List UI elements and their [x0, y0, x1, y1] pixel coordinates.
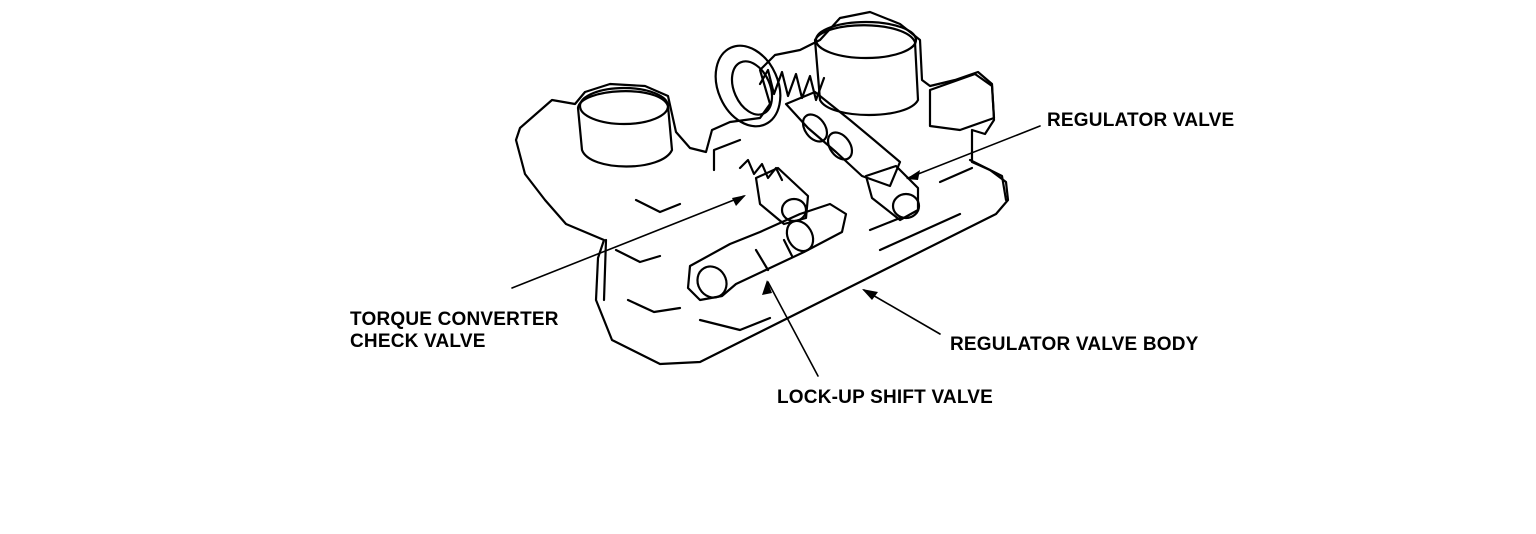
leader-regulator-valve: [907, 125, 1041, 179]
left-boss: [576, 90, 674, 168]
label-lock-up-shift-valve: LOCK-UP SHIFT VALVE: [777, 387, 993, 409]
torque-converter-check-valve: [754, 166, 810, 226]
label-torque-converter-check-valve: TORQUE CONVERTER CHECK VALVE: [350, 309, 559, 353]
regulator-valve-body-outline: [514, 10, 1010, 366]
arrowhead-regulator-valve: [906, 170, 920, 180]
label-regulator-valve-body-text: REGULATOR VALVE BODY: [950, 334, 1199, 355]
arrowhead-lock-up: [762, 280, 772, 295]
leader-lock-up: [767, 281, 819, 377]
arrowhead-torque-converter: [732, 195, 746, 206]
regulator-spring: [758, 68, 826, 102]
label-lock-up-shift-valve-text: LOCK-UP SHIFT VALVE: [777, 387, 993, 408]
regulator-valve-spool: [784, 90, 902, 188]
leader-valve-body: [863, 289, 941, 335]
label-regulator-valve-text: REGULATOR VALVE: [1047, 110, 1235, 131]
right-boss: [813, 24, 920, 117]
leader-torque-converter: [511, 195, 745, 289]
arrowhead-valve-body: [862, 289, 878, 300]
label-torque-line2: CHECK VALVE: [350, 331, 486, 352]
label-regulator-valve-body: REGULATOR VALVE BODY: [950, 334, 1199, 356]
label-regulator-valve: REGULATOR VALVE: [1047, 110, 1234, 132]
lock-up-shift-valve-spool: [686, 202, 848, 302]
label-torque-line1: TORQUE CONVERTER: [350, 309, 559, 330]
end-cap-disk: [714, 44, 782, 128]
